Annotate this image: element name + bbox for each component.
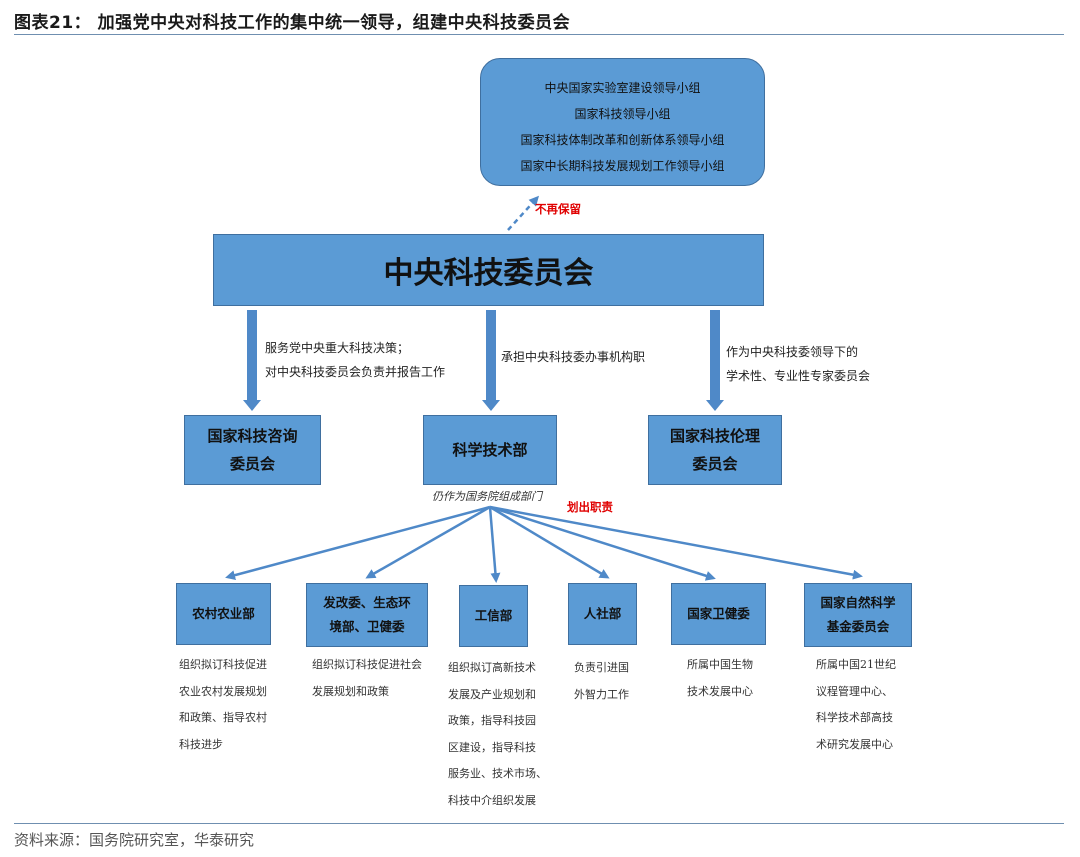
dept-name: 基金委员会 bbox=[826, 619, 890, 634]
dept-box-hrss: 人社部 bbox=[568, 583, 637, 645]
note-line: 作为中央科技委领导下的 bbox=[726, 345, 859, 359]
note-line: 对中央科技委员会负责并报告工作 bbox=[265, 365, 446, 379]
desc-line: 科技中介组织发展 bbox=[448, 793, 536, 807]
block-arrow-right bbox=[706, 310, 724, 411]
fan-arrow-2 bbox=[365, 505, 491, 579]
no-longer-retained-label: 不再保留 bbox=[535, 202, 581, 216]
desc-line: 所属中国生物 bbox=[687, 658, 753, 671]
desc-line: 议程管理中心、 bbox=[816, 684, 893, 698]
central-label: 中央科技委员会 bbox=[383, 256, 594, 291]
dept-name: 人社部 bbox=[583, 606, 622, 621]
dept-desc-health-commission: 所属中国生物 技术发展中心 bbox=[687, 652, 753, 705]
desc-line: 外智力工作 bbox=[574, 687, 629, 701]
dept-box-health-commission: 国家卫健委 bbox=[671, 583, 766, 645]
fan-arrow-3 bbox=[488, 506, 501, 583]
leading-group-item: 中央国家实验室建设领导小组 bbox=[544, 81, 701, 95]
figure-title: 图表21： 加强党中央对科技工作的集中统一领导，组建中央科技委员会 bbox=[14, 13, 571, 33]
dept-name: 国家自然科学 bbox=[820, 595, 896, 610]
desc-line: 发展规划和政策 bbox=[312, 684, 389, 698]
desc-line: 组织拟订高新技术 bbox=[448, 661, 536, 674]
fan-arrow-5 bbox=[489, 505, 716, 581]
dept-name: 工信部 bbox=[474, 608, 513, 623]
desc-line: 发展及产业规划和 bbox=[448, 687, 536, 701]
middle-branch-note: 承担中央科技委办事机构职 bbox=[501, 350, 646, 364]
dept-box-nsfc: 国家自然科学 基金委员会 bbox=[804, 583, 912, 647]
note-line: 学术性、专业性专家委员会 bbox=[726, 369, 871, 383]
desc-line: 组织拟订科技促进社会 bbox=[312, 658, 422, 671]
dept-desc-nsfc: 所属中国21世纪 议程管理中心、 科学技术部高技 术研究发展中心 bbox=[816, 652, 896, 758]
desc-line: 组织拟订科技促进 bbox=[179, 658, 267, 671]
desc-line: 区建设，指导科技 bbox=[448, 740, 536, 754]
dept-box-agriculture: 农村农业部 bbox=[176, 583, 271, 645]
dept-desc-ndrc-env-health: 组织拟订科技促进社会 发展规划和政策 bbox=[312, 652, 422, 705]
box-line: 科学技术部 bbox=[452, 441, 528, 459]
state-council-member-note: 仍作为国务院组成部门 bbox=[432, 490, 542, 503]
desc-line: 负责引进国 bbox=[574, 661, 629, 674]
leading-group-item: 国家科技领导小组 bbox=[574, 107, 671, 121]
fan-arrow-1 bbox=[225, 505, 491, 581]
right-branch-note: 作为中央科技委领导下的 学术性、专业性专家委员会 bbox=[726, 340, 870, 388]
desc-line: 科学技术部高技 bbox=[816, 711, 893, 724]
box-line: 委员会 bbox=[692, 455, 738, 473]
box-line: 国家科技伦理 bbox=[669, 427, 760, 445]
dept-desc-miit: 组织拟订高新技术 发展及产业规划和 政策，指导科技园 区建设，指导科技 服务业、… bbox=[448, 655, 547, 814]
leading-groups-box: 中央国家实验室建设领导小组 国家科技领导小组 国家科技体制改革和创新体系领导小组… bbox=[480, 58, 765, 186]
desc-line: 科技进步 bbox=[179, 737, 223, 751]
block-arrow-left bbox=[243, 310, 261, 411]
header-divider bbox=[14, 34, 1064, 35]
desc-line: 政策，指导科技园 bbox=[448, 714, 536, 727]
dept-desc-agriculture: 组织拟订科技促进 农业农村发展规划 和政策、指导农村 科技进步 bbox=[179, 652, 267, 758]
desc-line: 和政策、指导农村 bbox=[179, 711, 267, 724]
national-sci-tech-ethics-committee: 国家科技伦理 委员会 bbox=[648, 415, 782, 485]
central-sci-tech-commission: 中央科技委员会 bbox=[213, 234, 764, 306]
ministry-of-science-technology: 科学技术部 bbox=[423, 415, 557, 485]
dashed-arrow-up bbox=[507, 195, 540, 231]
dept-desc-hrss: 负责引进国 外智力工作 bbox=[574, 655, 629, 708]
dept-name: 境部、卫健委 bbox=[329, 619, 405, 634]
desc-line: 所属中国21世纪 bbox=[816, 658, 896, 671]
leading-group-item: 国家中长期科技发展规划工作领导小组 bbox=[520, 159, 725, 173]
block-arrow-middle bbox=[482, 310, 500, 411]
fan-arrow-6 bbox=[489, 505, 863, 580]
dept-box-miit: 工信部 bbox=[459, 585, 528, 647]
leading-group-item: 国家科技体制改革和创新体系领导小组 bbox=[520, 133, 725, 147]
dept-name: 国家卫健委 bbox=[687, 606, 750, 621]
national-sci-tech-advisory-committee: 国家科技咨询 委员会 bbox=[184, 415, 321, 485]
desc-line: 术研究发展中心 bbox=[816, 737, 893, 751]
source-note: 资料来源：国务院研究室，华泰研究 bbox=[14, 831, 255, 849]
dept-box-ndrc-env-health: 发改委、生态环 境部、卫健委 bbox=[306, 583, 428, 647]
footer-divider bbox=[14, 823, 1064, 824]
transferred-duties-label: 划出职责 bbox=[567, 500, 613, 514]
desc-line: 技术发展中心 bbox=[687, 684, 753, 698]
box-line: 委员会 bbox=[229, 455, 275, 473]
desc-line: 农业农村发展规划 bbox=[179, 684, 267, 698]
desc-line: 服务业、技术市场、 bbox=[448, 767, 547, 780]
dept-name: 农村农业部 bbox=[192, 606, 255, 621]
dept-name: 发改委、生态环 bbox=[323, 595, 411, 610]
box-line: 国家科技咨询 bbox=[207, 427, 298, 445]
fan-arrow-4 bbox=[489, 505, 610, 579]
note-line: 服务党中央重大科技决策； bbox=[265, 341, 410, 355]
left-branch-note: 服务党中央重大科技决策； 对中央科技委员会负责并报告工作 bbox=[265, 336, 445, 384]
